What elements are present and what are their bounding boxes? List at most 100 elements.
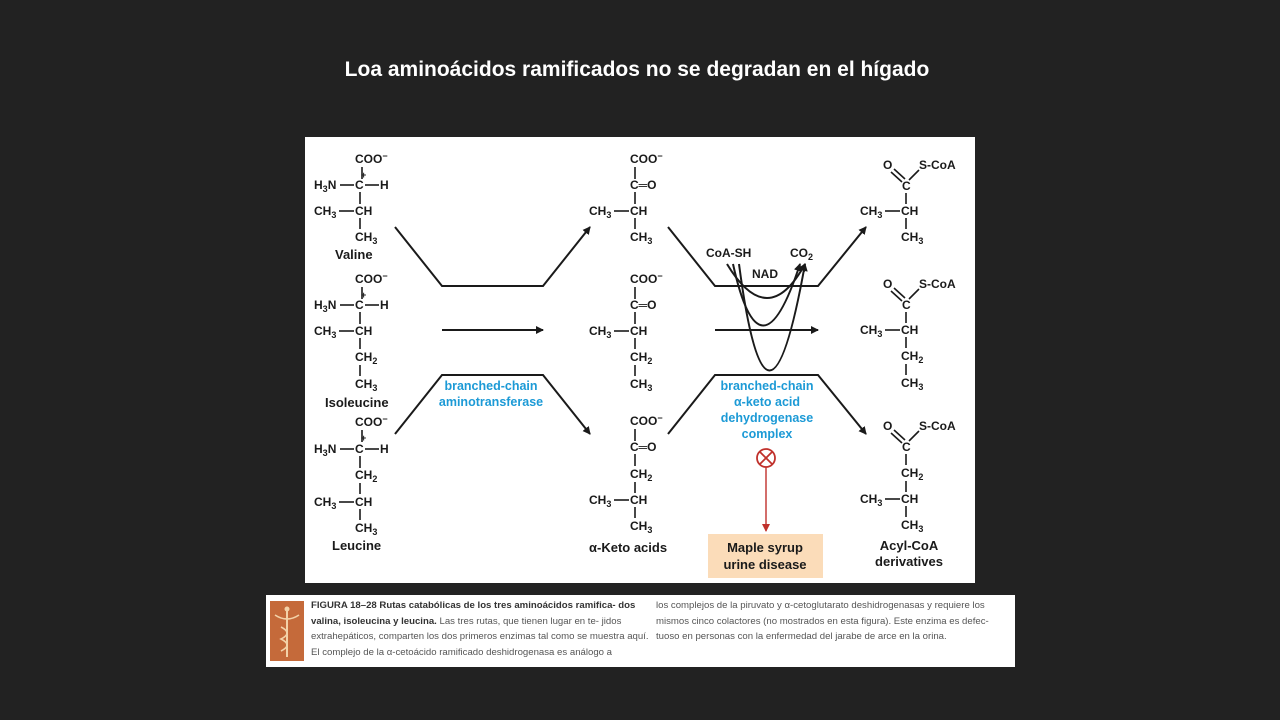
svg-text:O: O (883, 277, 892, 291)
svg-text:H: H (380, 178, 389, 192)
svg-text:CH: CH (355, 324, 372, 338)
svg-text:CH3: CH3 (630, 519, 652, 535)
acyl-coa-valine: O S-CoA C CH3 CH CH3 (860, 158, 956, 246)
svg-text:C: C (902, 298, 911, 312)
pathway-figure: COO− + H3N C H CH3 CH CH3 Valine COO− + … (305, 137, 975, 583)
svg-text:CH2: CH2 (901, 349, 923, 365)
svg-text:S-CoA: S-CoA (919, 277, 956, 291)
keto-acids-label: α-Keto acids (589, 540, 667, 555)
co2-label: CO2 (790, 246, 813, 262)
blocked-enzyme-icon (756, 448, 776, 468)
enzyme-dehydrogenase-line2: α-keto acid (734, 395, 800, 409)
svg-text:CH2: CH2 (630, 467, 652, 483)
svg-text:CH3: CH3 (901, 230, 923, 246)
isoleucine-label: Isoleucine (325, 395, 389, 410)
svg-text:CH3: CH3 (355, 521, 377, 537)
svg-text:CH2: CH2 (355, 468, 377, 484)
enzyme-dehydrogenase-line3: dehydrogenase (721, 411, 813, 425)
svg-text:CH3: CH3 (314, 324, 336, 340)
svg-text:H: H (380, 442, 389, 456)
svg-text:C: C (902, 440, 911, 454)
disease-line1: Maple syrup (727, 540, 803, 555)
svg-text:H3N: H3N (314, 442, 336, 458)
svg-text:COO−: COO− (630, 413, 663, 428)
enzyme-dehydrogenase-line1: branched-chain (720, 379, 813, 393)
svg-text:C: C (902, 179, 911, 193)
svg-text:CH3: CH3 (860, 323, 882, 339)
leucine-structure: COO− + H3N C H CH2 CH3 CH CH3 Leucine (314, 414, 389, 553)
acyl-coa-leucine: O S-CoA C CH2 CH3 CH CH3 (860, 419, 956, 534)
svg-text:C═O: C═O (630, 298, 657, 312)
keto-acid-leucine: COO− C═O CH2 CH3 CH CH3 (589, 413, 663, 535)
caption-right-column: los complejos de la piruvato y α-cetoglu… (656, 600, 989, 642)
svg-text:O: O (883, 419, 892, 433)
svg-text:CH: CH (901, 492, 918, 506)
svg-text:C═O: C═O (630, 440, 657, 454)
svg-text:CH3: CH3 (589, 204, 611, 220)
svg-text:CH3: CH3 (314, 495, 336, 511)
svg-text:CH: CH (355, 495, 372, 509)
svg-text:CH3: CH3 (630, 377, 652, 393)
svg-text:CH3: CH3 (901, 376, 923, 392)
coa-sh-label: CoA-SH (706, 246, 751, 260)
nad-label: NAD (752, 267, 778, 281)
caduceus-icon (270, 601, 304, 661)
slide-title: Loa aminoácidos ramificados no se degrad… (344, 58, 930, 81)
disease-line2: urine disease (723, 557, 806, 572)
disease-box: Maple syrup urine disease (708, 534, 823, 578)
svg-text:CH3: CH3 (860, 492, 882, 508)
svg-text:CH: CH (901, 204, 918, 218)
pathway-diagram: COO− + H3N C H CH3 CH CH3 Valine COO− + … (314, 151, 956, 578)
svg-text:O: O (883, 158, 892, 172)
svg-text:COO−: COO− (630, 271, 663, 286)
svg-text:CH3: CH3 (589, 324, 611, 340)
transamination-arrows (394, 226, 591, 435)
svg-text:C: C (355, 442, 364, 456)
svg-text:COO−: COO− (355, 271, 388, 286)
svg-text:H: H (380, 298, 389, 312)
svg-text:CH3: CH3 (630, 230, 652, 246)
enzyme-dehydrogenase-line4: complex (742, 427, 793, 441)
svg-text:H3N: H3N (314, 178, 336, 194)
leucine-label: Leucine (332, 538, 381, 553)
svg-text:+: + (361, 433, 366, 443)
caption-heading: FIGURA 18–28 Rutas catabólicas de los tr… (311, 600, 636, 627)
svg-text:CH: CH (355, 204, 372, 218)
svg-text:CH: CH (630, 324, 647, 338)
acyl-coa-isoleucine: O S-CoA C CH3 CH CH2 CH3 (860, 277, 956, 392)
svg-text:CH: CH (630, 493, 647, 507)
svg-text:S-CoA: S-CoA (919, 158, 956, 172)
acyl-coa-label-line1: Acyl-CoA (880, 538, 939, 553)
svg-text:C: C (355, 298, 364, 312)
caption-left-column: FIGURA 18–28 Rutas catabólicas de los tr… (311, 598, 659, 660)
svg-text:CH2: CH2 (630, 350, 652, 366)
valine-label: Valine (335, 247, 373, 262)
svg-text:S-CoA: S-CoA (919, 419, 956, 433)
svg-text:COO−: COO− (355, 414, 388, 429)
isoleucine-structure: COO− + H3N C H CH3 CH CH2 CH3 Isoleucine (314, 271, 389, 410)
enzyme-aminotransferase-line2: aminotransferase (439, 395, 543, 409)
svg-text:CH3: CH3 (589, 493, 611, 509)
svg-text:CH: CH (901, 323, 918, 337)
figure-caption: FIGURA 18–28 Rutas catabólicas de los tr… (266, 595, 1015, 667)
svg-text:C═O: C═O (630, 178, 657, 192)
svg-text:+: + (361, 170, 366, 180)
svg-text:CH3: CH3 (901, 518, 923, 534)
keto-acid-valine: COO− C═O CH3 CH CH3 (589, 151, 663, 246)
acyl-coa-label-line2: derivatives (875, 554, 943, 569)
svg-text:C: C (355, 178, 364, 192)
valine-structure: COO− + H3N C H CH3 CH CH3 Valine (314, 151, 389, 262)
svg-text:CH2: CH2 (901, 466, 923, 482)
svg-text:+: + (361, 290, 366, 300)
keto-acid-isoleucine: COO− C═O CH3 CH CH2 CH3 (589, 271, 663, 393)
enzyme-aminotransferase-line1: branched-chain (444, 379, 537, 393)
svg-text:CH3: CH3 (355, 230, 377, 246)
svg-text:CH3: CH3 (355, 377, 377, 393)
caption-left-text: Las tres rutas, que tienen lugar en te- … (311, 615, 649, 658)
svg-text:H3N: H3N (314, 298, 336, 314)
decarboxylation-arrows (667, 226, 867, 435)
svg-text:CH2: CH2 (355, 350, 377, 366)
svg-text:CH3: CH3 (314, 204, 336, 220)
svg-text:COO−: COO− (355, 151, 388, 166)
svg-text:CH: CH (630, 204, 647, 218)
